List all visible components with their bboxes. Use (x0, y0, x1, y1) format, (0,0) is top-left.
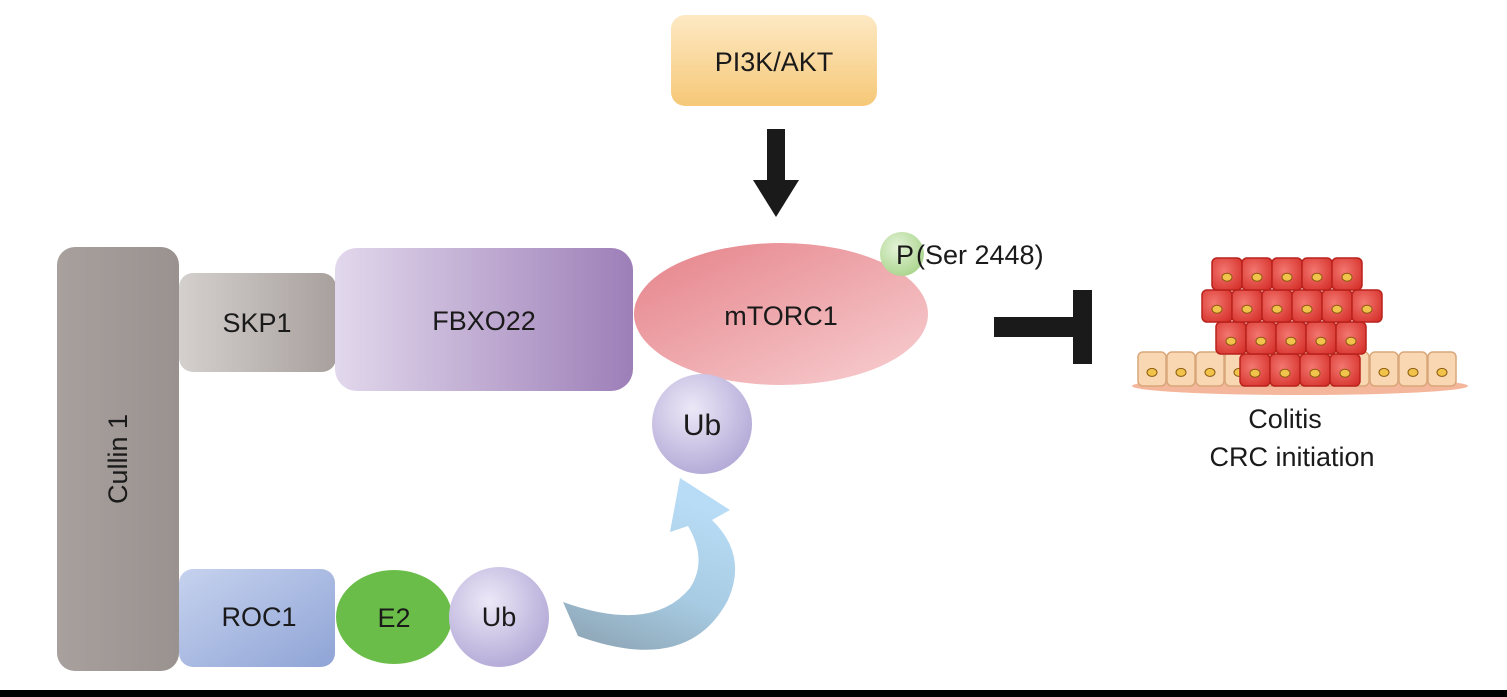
activation-arrow-icon (753, 129, 799, 217)
epithelial-cell (1195, 351, 1225, 387)
bottom-border (0, 690, 1507, 697)
tumor-cell (1241, 257, 1273, 291)
e2-node: E2 (336, 570, 452, 664)
tumor-cell (1201, 289, 1233, 323)
skp1-label: SKP1 (222, 308, 291, 338)
cullin-1-node: Cullin 1 (57, 247, 179, 671)
inhibition-bar-icon (994, 290, 1092, 364)
skp1-node: SKP1 (179, 273, 336, 372)
ub-transfer-arrow-icon (563, 478, 736, 650)
tumor-cell (1301, 257, 1333, 291)
phospho-p-label: P (896, 240, 914, 270)
pi3k-akt-label: PI3K/AKT (715, 47, 834, 77)
tumor-cell (1275, 321, 1307, 355)
tumor-cell (1231, 289, 1263, 323)
epithelial-cell (1166, 351, 1196, 387)
epithelial-cell (1137, 351, 1167, 387)
phospho-site: P (Ser 2448) (880, 232, 1044, 276)
epithelial-cell (1398, 351, 1428, 387)
phospho-site-label: (Ser 2448) (916, 240, 1044, 270)
tumor-cell (1331, 257, 1363, 291)
tumor-cell (1299, 353, 1331, 387)
outcome-crc-label: CRC initiation (1209, 442, 1374, 472)
fbxo22-label: FBXO22 (432, 306, 536, 336)
cullin-1-label: Cullin 1 (103, 414, 133, 504)
roc1-label: ROC1 (221, 602, 296, 632)
tumor-cell (1321, 289, 1353, 323)
tumor-cell (1291, 289, 1323, 323)
tumor-cell (1335, 321, 1367, 355)
tumor-cell (1329, 353, 1361, 387)
roc1-node: ROC1 (179, 569, 335, 667)
ub-bottom-label: Ub (482, 602, 517, 632)
epithelial-cell (1427, 351, 1457, 387)
mtorc1-label: mTORC1 (724, 301, 838, 331)
fbxo22-node: FBXO22 (335, 248, 633, 391)
e2-label: E2 (377, 603, 410, 633)
ub-bottom-node: Ub (449, 567, 549, 667)
tumor-cell (1305, 321, 1337, 355)
tumor-cell (1245, 321, 1277, 355)
colon-tissue-illustration (1132, 257, 1468, 395)
outcome-colitis-label: Colitis (1248, 404, 1322, 434)
ub-top-label: Ub (683, 409, 721, 442)
ub-top-node: Ub (652, 374, 752, 474)
tumor-cell (1271, 257, 1303, 291)
mtorc1-node: mTORC1 (634, 243, 928, 385)
tumor-cell (1215, 321, 1247, 355)
tumor-cell (1211, 257, 1243, 291)
tumor-cell (1239, 353, 1271, 387)
epithelial-cell (1369, 351, 1399, 387)
tumor-cell (1351, 289, 1383, 323)
pi3k-akt-node: PI3K/AKT (671, 15, 877, 106)
tumor-cell (1269, 353, 1301, 387)
tumor-cell (1261, 289, 1293, 323)
